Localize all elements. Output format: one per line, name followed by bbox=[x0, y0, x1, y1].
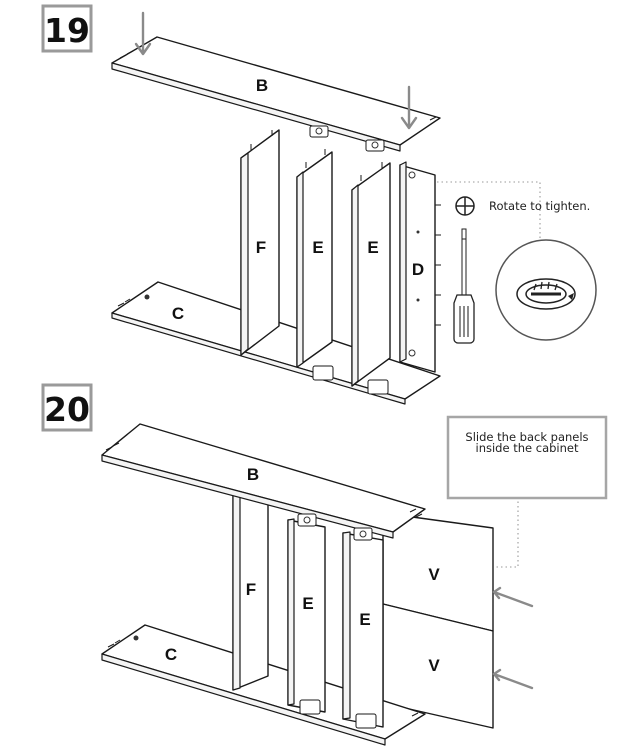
slide-instruction-line-1: Slide the back panels bbox=[465, 430, 588, 444]
step-19-number: 19 bbox=[44, 11, 90, 50]
instruction-box-20: Slide the back panels inside the cabinet bbox=[446, 415, 608, 500]
panel-label-f-20: F bbox=[246, 580, 256, 599]
panel-label-c-19: C bbox=[172, 304, 184, 323]
panel-label-e1-19: E bbox=[312, 238, 323, 257]
down-arrow-icon bbox=[134, 11, 152, 56]
cam-fittings-19 bbox=[309, 125, 389, 395]
rotate-instruction: Rotate to tighten. bbox=[489, 199, 590, 213]
step-19-badge: 19 bbox=[41, 4, 93, 53]
panel-label-d-19: D bbox=[412, 260, 424, 279]
panel-b-20: B bbox=[101, 423, 426, 539]
step-20: 20 V V C F E bbox=[41, 383, 608, 746]
panel-label-f-19: F bbox=[256, 238, 266, 257]
panel-e2-19: E bbox=[351, 162, 391, 387]
plus-icon bbox=[455, 196, 475, 216]
cam-fittings-20 bbox=[297, 513, 377, 729]
step-19: 19 C F E E bbox=[41, 4, 597, 405]
push-arrow-icon bbox=[492, 668, 534, 690]
screwdriver-icon bbox=[453, 228, 475, 344]
panel-e2-20: E bbox=[342, 531, 384, 728]
panel-label-e2-20: E bbox=[359, 610, 370, 629]
panel-label-c-20: C bbox=[165, 645, 177, 664]
panel-label-v-lower-20: V bbox=[428, 656, 440, 675]
panel-e1-20: E bbox=[287, 518, 326, 713]
step-20-badge: 20 bbox=[41, 383, 93, 432]
down-arrow-icon bbox=[400, 85, 418, 130]
panel-d-19: D bbox=[399, 161, 441, 373]
panel-f-19: F bbox=[240, 129, 280, 356]
panel-e1-19: E bbox=[296, 149, 333, 368]
cam-lock-icon bbox=[495, 239, 597, 341]
back-panels-v-20: V V bbox=[382, 512, 494, 729]
panel-label-e1-20: E bbox=[302, 594, 313, 613]
panel-label-v-upper-20: V bbox=[428, 565, 440, 584]
step-20-number: 20 bbox=[44, 390, 90, 429]
panel-label-b-20: B bbox=[247, 465, 259, 484]
panel-f-20: F bbox=[232, 494, 269, 691]
panel-label-e2-19: E bbox=[367, 238, 378, 257]
panel-label-b-19: B bbox=[256, 76, 268, 95]
push-arrow-icon bbox=[492, 586, 534, 608]
slide-instruction-line-2: inside the cabinet bbox=[476, 441, 579, 455]
